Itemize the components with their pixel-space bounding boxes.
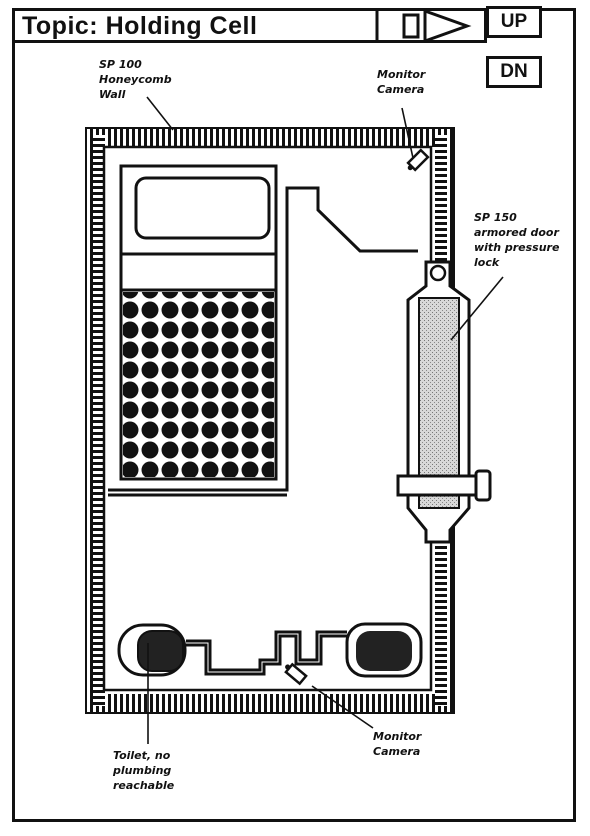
down-button[interactable]: DN — [486, 56, 542, 88]
wall-label: SP 100 Honeycomb Wall — [99, 58, 172, 101]
toilet — [117, 623, 187, 677]
bed — [119, 164, 278, 481]
scroll-control[interactable] — [375, 8, 487, 43]
sink — [345, 622, 423, 678]
scroll-thumb-icon[interactable] — [402, 13, 420, 39]
door-label: SP 150 armored door with pressure lock — [474, 211, 560, 269]
partition — [108, 186, 418, 676]
leader-lines — [146, 96, 504, 744]
armored-door — [396, 260, 492, 544]
camera-icon — [406, 148, 430, 172]
camera-icon — [284, 662, 308, 686]
up-button[interactable]: UP — [486, 6, 542, 38]
toilet-label: Toilet, no plumbing reachable — [113, 749, 175, 792]
page-title: Topic: Holding Cell — [22, 12, 258, 40]
camera-top-label: Monitor Camera — [377, 68, 426, 96]
camera-bottom-label: Monitor Camera — [373, 730, 422, 758]
play-triangle-icon[interactable] — [423, 8, 472, 43]
